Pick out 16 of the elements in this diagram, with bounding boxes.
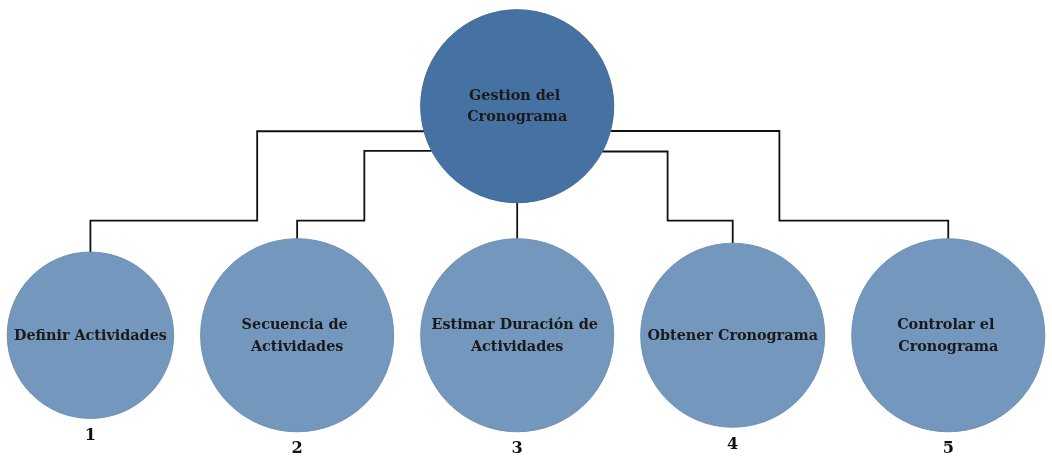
node-circle: Definir Actividades — [6, 251, 175, 419]
step-number: 2 — [291, 438, 303, 458]
node-circle: Gestion del Cronograma — [420, 9, 615, 204]
step-number: 5 — [942, 438, 954, 458]
connector — [609, 130, 950, 240]
node-circle: Estimar Duración de Actividades — [420, 238, 615, 433]
node-circle: Obtener Cronograma — [640, 242, 826, 428]
step-number: 4 — [727, 433, 739, 453]
step-number: 1 — [84, 425, 97, 444]
connector — [89, 130, 425, 253]
connector — [516, 201, 519, 240]
step-number: 3 — [511, 438, 523, 458]
connector — [601, 150, 734, 245]
connector — [296, 149, 433, 240]
node-circle: Controlar el Cronograma — [851, 238, 1046, 433]
node-circle: Secuencia de Actividades — [200, 238, 395, 433]
